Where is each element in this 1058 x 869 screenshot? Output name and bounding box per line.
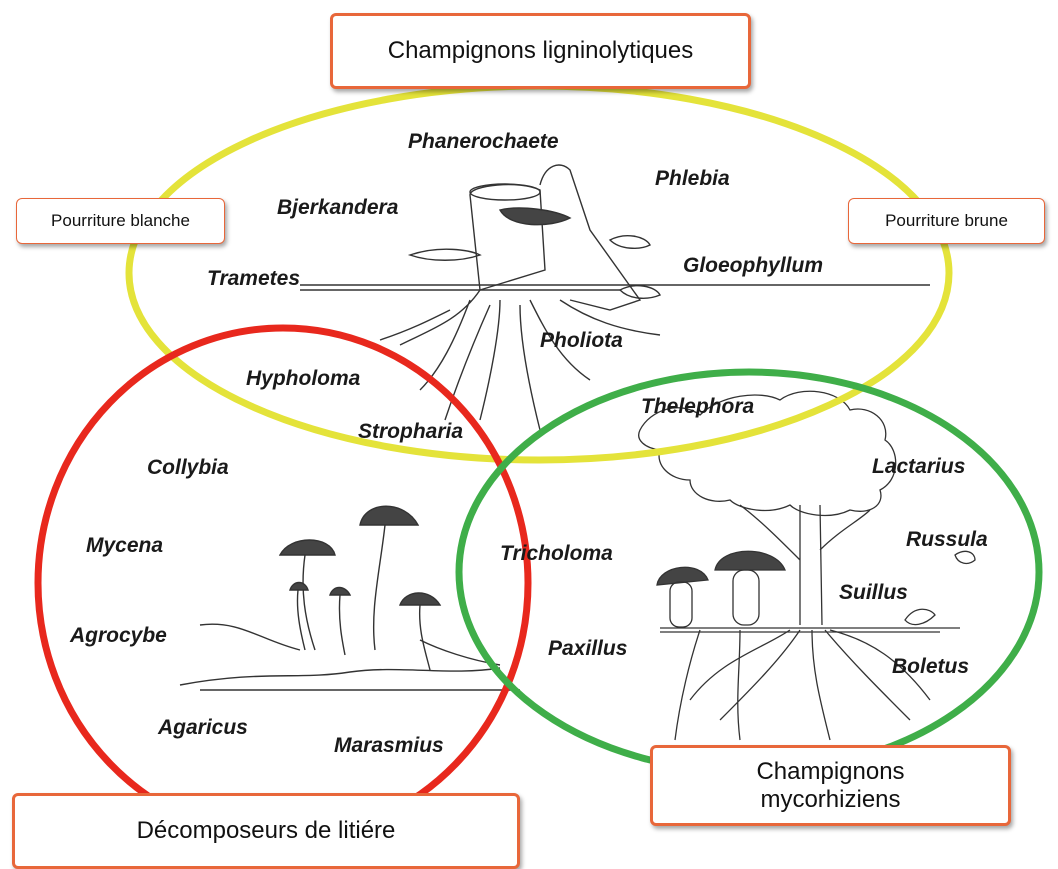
genus-tricholoma: Tricholoma bbox=[500, 542, 613, 566]
genus-boletus: Boletus bbox=[892, 655, 969, 679]
genus-mycena: Mycena bbox=[86, 534, 163, 558]
genus-hypholoma: Hypholoma bbox=[246, 367, 360, 391]
genus-phanerochaete: Phanerochaete bbox=[408, 130, 559, 154]
mycorrhizal-label-line2: mycorhiziens bbox=[760, 786, 900, 814]
genus-agrocybe: Agrocybe bbox=[70, 624, 167, 648]
mycorrhizal-label-line1: Champignons bbox=[756, 758, 904, 786]
genus-agaricus: Agaricus bbox=[158, 716, 248, 740]
litter-mushrooms-illustration bbox=[180, 506, 520, 690]
genus-collybia: Collybia bbox=[147, 456, 229, 480]
genus-suillus: Suillus bbox=[839, 581, 908, 605]
genus-thelephora: Thelephora bbox=[641, 395, 754, 419]
brown-rot-label: Pourriture brune bbox=[848, 198, 1045, 244]
genus-pholiota: Pholiota bbox=[540, 329, 623, 353]
genus-marasmius: Marasmius bbox=[334, 734, 444, 758]
mycorrhizal-group-label: Champignons mycorhiziens bbox=[650, 745, 1011, 826]
white-rot-label: Pourriture blanche bbox=[16, 198, 225, 244]
genus-lactarius: Lactarius bbox=[872, 455, 965, 479]
genus-stropharia: Stropharia bbox=[358, 420, 463, 444]
genus-russula: Russula bbox=[906, 528, 988, 552]
litter-ring bbox=[38, 328, 528, 838]
genus-gloeophyllum: Gloeophyllum bbox=[683, 254, 823, 278]
ligninolytic-group-label: Champignons ligninolytiques bbox=[330, 13, 751, 89]
genus-paxillus: Paxillus bbox=[548, 637, 627, 661]
genus-phlebia: Phlebia bbox=[655, 167, 730, 191]
litter-group-label: Décomposeurs de litiére bbox=[12, 793, 520, 869]
genus-trametes: Trametes bbox=[207, 267, 300, 291]
genus-bjerkandera: Bjerkandera bbox=[277, 196, 398, 220]
